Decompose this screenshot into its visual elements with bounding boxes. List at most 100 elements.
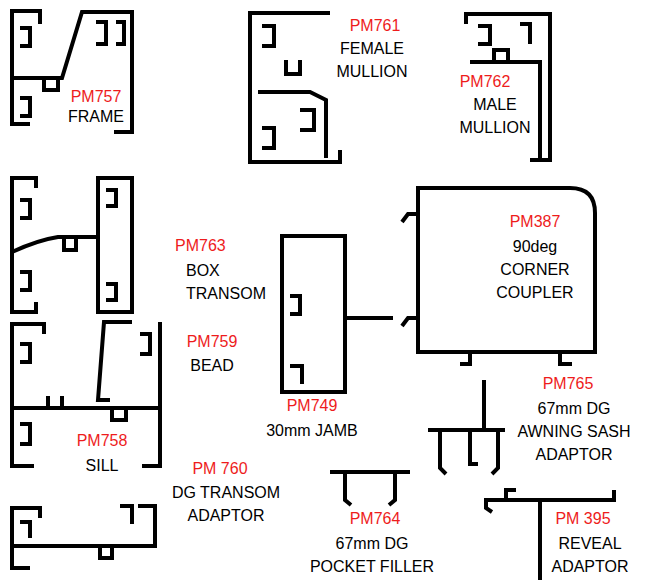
label-text: PM 760 [192, 460, 247, 477]
profile-line [140, 334, 150, 354]
profile-line [286, 60, 300, 74]
part-name-label: FRAME [56, 105, 136, 128]
label-text: FEMALE MULLION [336, 40, 407, 80]
pocket-filler-profile [330, 472, 410, 505]
label-text: 90deg CORNER COUPLER [496, 238, 573, 301]
label-text: SILL [86, 457, 119, 474]
profile-line [12, 11, 40, 124]
part-code-label: PM 760 [180, 457, 260, 480]
profile-line [106, 284, 116, 300]
profile-line [560, 352, 572, 364]
profile-line [100, 546, 112, 558]
label-text: PM759 [187, 333, 238, 350]
part-name-label: 67mm DG POCKET FILLER [308, 532, 436, 578]
profile-line [44, 78, 58, 90]
profile-line [48, 396, 62, 408]
transom-adaptor-profile [12, 506, 155, 568]
profile-line [120, 506, 132, 524]
sill-bead-profile [12, 322, 160, 466]
profile-line [330, 470, 410, 474]
jamb-profile [282, 236, 393, 392]
profile-line [282, 236, 345, 392]
frame-profile [12, 11, 132, 132]
part-code-label: PM762 [445, 70, 525, 93]
profile-line [538, 500, 542, 580]
profile-line [12, 506, 155, 546]
profile-line [486, 490, 614, 512]
part-name-label: REVEAL ADAPTOR [548, 532, 632, 578]
label-text: PM762 [460, 73, 511, 90]
profile-line [20, 98, 30, 116]
label-text: PM765 [543, 375, 594, 392]
part-code-label: PM764 [335, 507, 415, 530]
label-text: PM758 [77, 432, 128, 449]
part-code-label: PM765 [528, 372, 608, 395]
profile-line [96, 22, 106, 44]
part-code-label: PM749 [272, 394, 352, 417]
profile-line [492, 430, 498, 474]
profile-line [20, 272, 30, 290]
profile-line [470, 430, 478, 464]
label-text: DG TRANSOM ADAPTOR [172, 484, 280, 524]
corner-coupler-profile [402, 188, 595, 364]
profile-line [418, 188, 595, 352]
profile-line [20, 522, 30, 538]
profile-line [12, 12, 132, 132]
part-name-label: 30mm JAMB [247, 419, 377, 442]
profile-line [12, 324, 44, 466]
profile-line [520, 24, 530, 44]
profile-line [262, 26, 274, 46]
box-transom-profile [12, 178, 132, 312]
part-name-label: 67mm DG AWNING SASH ADAPTOR [516, 397, 632, 466]
part-name-label: BOX TRANSOM [186, 259, 276, 305]
part-name-label: FEMALE MULLION [322, 37, 422, 83]
profile-line [12, 406, 160, 410]
part-name-label: DG TRANSOM ADAPTOR [167, 481, 285, 527]
profile-line [106, 190, 116, 206]
profile-line [506, 490, 516, 500]
profile-line [345, 472, 351, 505]
label-text: PM749 [287, 397, 338, 414]
part-name-label: SILL [62, 454, 142, 477]
profile-line [20, 28, 30, 46]
profile-line [258, 92, 326, 158]
part-code-label: PM761 [335, 14, 415, 37]
profile-line [482, 380, 486, 430]
label-text: BEAD [190, 357, 234, 374]
label-text: PM757 [71, 88, 122, 105]
label-text: BOX TRANSOM [186, 262, 266, 302]
profile-line [12, 508, 40, 568]
label-text: PM764 [350, 510, 401, 527]
profile-line [478, 26, 490, 44]
label-text: 67mm DG AWNING SASH ADAPTOR [517, 400, 630, 463]
profile-line [402, 318, 418, 326]
part-name-label: BEAD [172, 354, 252, 377]
profile-line [12, 237, 98, 252]
profile-line [98, 178, 132, 312]
profile-line [20, 200, 30, 218]
label-text: MALE MULLION [459, 96, 530, 136]
profile-line [402, 214, 418, 222]
part-name-label: MALE MULLION [453, 93, 537, 139]
part-code-label: PM758 [62, 429, 142, 452]
label-text: 30mm JAMB [266, 422, 358, 439]
profile-line [290, 366, 302, 384]
profile-line [116, 22, 124, 44]
label-text: PM 395 [555, 510, 610, 527]
profile-line [460, 352, 470, 364]
part-name-label: 90deg CORNER COUPLER [485, 235, 585, 304]
profile-line [440, 430, 446, 474]
part-code-label: PM387 [495, 210, 575, 233]
label-text: REVEAL ADAPTOR [551, 535, 628, 575]
part-code-label: PM763 [175, 234, 255, 257]
profile-line [494, 50, 508, 62]
awning-adaptor-profile [428, 380, 505, 474]
label-text: PM763 [175, 237, 226, 254]
profile-line [262, 128, 274, 148]
label-text: PM761 [350, 17, 401, 34]
part-code-label: PM757 [56, 85, 136, 108]
profile-line [20, 344, 30, 362]
profile-line [345, 316, 393, 320]
female-mullion-profile [250, 13, 340, 162]
